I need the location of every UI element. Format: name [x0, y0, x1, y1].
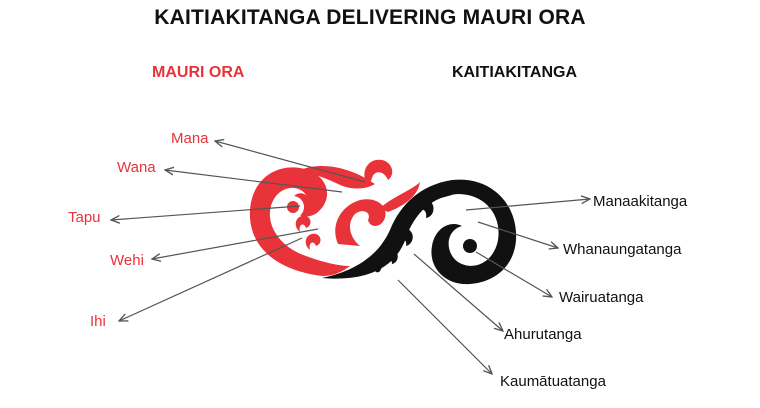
label-ahurutanga: Ahurutanga: [504, 326, 582, 343]
arrow-ahurutanga: [413, 253, 503, 331]
label-kaumatuatanga: Kaumātuatanga: [500, 373, 606, 390]
arrow-tapu: [111, 205, 301, 220]
label-manaakitanga: Manaakitanga: [593, 193, 688, 210]
right-arrows: [397, 199, 590, 374]
label-whanaungatanga: Whanaungatanga: [563, 241, 682, 258]
arrow-kaumatuatanga: [397, 279, 492, 374]
label-wehi: Wehi: [110, 252, 144, 269]
label-tapu: Tapu: [68, 209, 101, 226]
arrow-wana: [165, 170, 343, 193]
label-mana: Mana: [171, 130, 209, 147]
kaitiakitanga-heading: KAITIAKITANGA: [452, 64, 578, 81]
red-koru-icon: [249, 159, 420, 276]
left-arrows: [111, 141, 366, 321]
arrow-wehi: [152, 228, 319, 259]
arrow-whanaungatanga: [477, 221, 558, 248]
arrow-mana: [215, 141, 366, 183]
label-wana: Wana: [117, 159, 156, 176]
page-title: KAITIAKITANGA DELIVERING MAURI ORA: [154, 6, 586, 29]
label-wairuatanga: Wairuatanga: [559, 289, 644, 306]
black-koru-icon: [322, 179, 517, 285]
label-ihi: Ihi: [90, 313, 106, 330]
mauri-ora-heading: MAURI ORA: [152, 64, 245, 81]
arrow-wairuatanga: [475, 251, 552, 297]
arrow-ihi: [119, 237, 303, 321]
arrow-manaakitanga: [465, 199, 590, 211]
